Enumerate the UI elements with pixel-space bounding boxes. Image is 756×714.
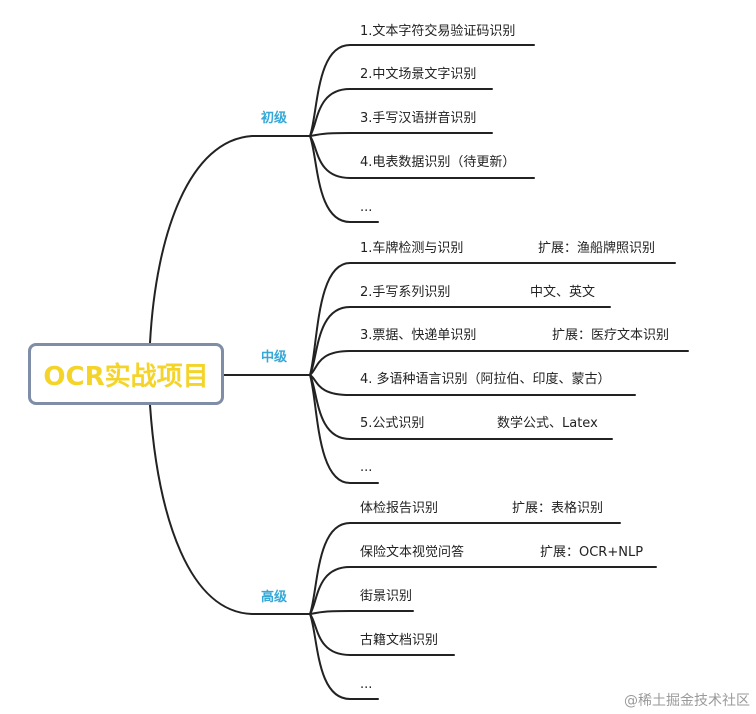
leaf-text: ... xyxy=(360,200,373,215)
leaf-text: 古籍文档识别 xyxy=(360,633,439,648)
branch-label-basic: 初级 xyxy=(261,111,288,126)
leaf-basic-2: 2.中文场景文字识别 xyxy=(360,67,476,83)
branch-label-intermediate: 中级 xyxy=(261,350,288,365)
branch-label-advanced: 高级 xyxy=(261,590,288,605)
advanced-leaf-1-line xyxy=(309,522,621,615)
basic-leaf-3-line xyxy=(309,132,493,137)
root-to-advanced-line xyxy=(149,404,311,615)
leaf-text: 4.电表数据识别（待更新） xyxy=(360,155,516,170)
leaf-basic-3: 3.手写汉语拼音识别 xyxy=(360,111,476,127)
leaf-advanced-4: 古籍文档识别 xyxy=(360,633,438,649)
leaf-text: 3.票据、快递单识别 xyxy=(360,328,477,343)
leaf-advanced-2: 保险文本视觉问答 扩展：OCR+NLP xyxy=(360,545,643,561)
leaf-intermediate-3: 3.票据、快递单识别 扩展：医疗文本识别 xyxy=(360,328,669,344)
leaf-extension: 扩展：OCR+NLP xyxy=(540,545,644,560)
root-node: OCR实战项目 xyxy=(28,343,224,405)
leaf-text: 保险文本视觉问答 xyxy=(360,545,465,560)
leaf-extension: 扩展：渔船牌照识别 xyxy=(538,241,656,256)
basic-leaf-1-line xyxy=(309,44,535,137)
leaf-intermediate-6: ... xyxy=(360,460,372,476)
leaf-intermediate-1: 1.车牌检测与识别 扩展：渔船牌照识别 xyxy=(360,241,655,257)
leaf-text: 1.文本字符交易验证码识别 xyxy=(360,24,516,39)
leaf-intermediate-4: 4. 多语种语言识别（阿拉伯、印度、蒙古） xyxy=(360,372,611,388)
leaf-text: 4. 多语种语言识别（阿拉伯、印度、蒙古） xyxy=(360,372,611,387)
advanced-leaf-3-line xyxy=(309,610,414,615)
root-label: OCR实战项目 xyxy=(43,361,209,392)
leaf-text: 2.手写系列识别 xyxy=(360,285,451,300)
leaf-text: 体检报告识别 xyxy=(360,501,439,516)
intermediate-leaf-4-line xyxy=(309,374,636,396)
leaf-text: 2.中文场景文字识别 xyxy=(360,67,477,82)
advanced-leaf-5-line xyxy=(309,613,379,700)
leaf-text: ... xyxy=(360,677,373,692)
leaf-text: 3.手写汉语拼音识别 xyxy=(360,111,477,126)
intermediate-leaf-2-line xyxy=(309,306,611,376)
intermediate-leaf-6-line xyxy=(309,374,379,484)
leaf-extension: 数学公式、Latex xyxy=(497,416,598,431)
advanced-leaf-4-line xyxy=(309,613,455,656)
leaf-intermediate-2: 2.手写系列识别 中文、英文 xyxy=(360,285,595,301)
leaf-extension: 扩展：医疗文本识别 xyxy=(552,328,670,343)
intermediate-leaf-1-line xyxy=(309,262,676,376)
leaf-basic-5: ... xyxy=(360,200,372,216)
leaf-text: 5.公式识别 xyxy=(360,416,425,431)
leaf-basic-4: 4.电表数据识别（待更新） xyxy=(360,155,515,171)
leaf-intermediate-5: 5.公式识别 数学公式、Latex xyxy=(360,416,598,432)
basic-leaf-2-line xyxy=(309,88,493,137)
root-to-basic-line xyxy=(149,135,311,344)
basic-leaf-5-line xyxy=(309,135,379,223)
leaf-basic-1: 1.文本字符交易验证码识别 xyxy=(360,24,515,40)
intermediate-leaf-3-line xyxy=(309,350,689,376)
leaf-advanced-5: ... xyxy=(360,677,372,693)
leaf-text: 1.车牌检测与识别 xyxy=(360,241,464,256)
leaf-advanced-1: 体检报告识别 扩展：表格识别 xyxy=(360,501,603,517)
leaf-extension: 中文、英文 xyxy=(530,285,596,300)
leaf-advanced-3: 街景识别 xyxy=(360,589,412,605)
leaf-extension: 扩展：表格识别 xyxy=(512,501,604,516)
leaf-text: 街景识别 xyxy=(360,589,413,604)
watermark: @稀土掘金技术社区 xyxy=(624,693,750,709)
leaf-text: ... xyxy=(360,460,373,475)
basic-leaf-4-line xyxy=(309,135,535,179)
advanced-leaf-2-line xyxy=(309,566,657,615)
